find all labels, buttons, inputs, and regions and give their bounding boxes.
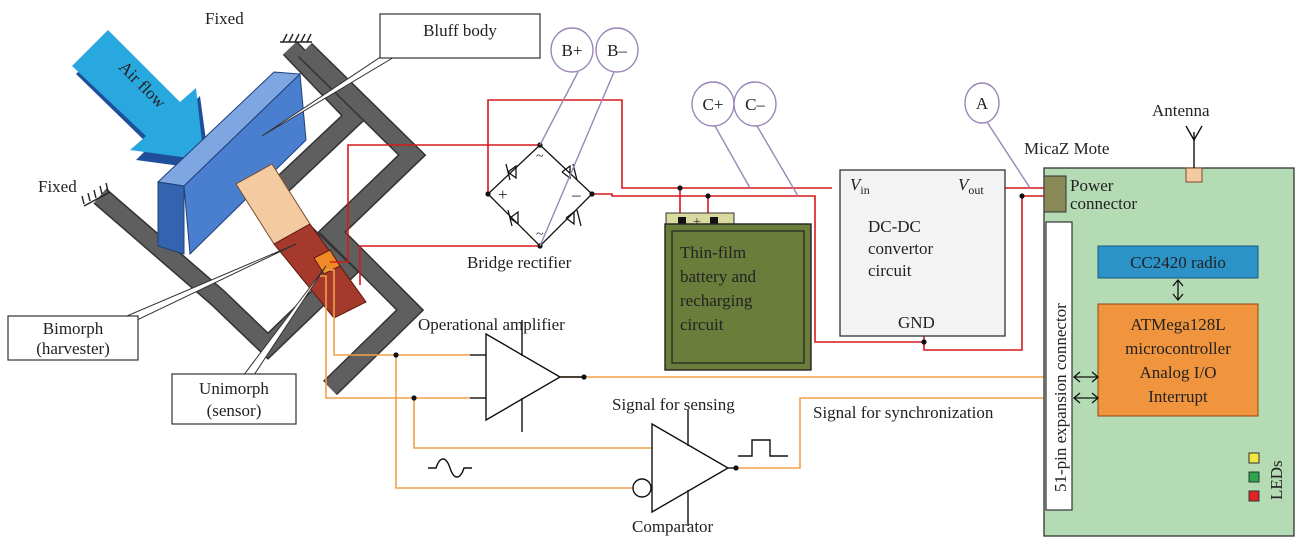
radio-label: CC2420 radio bbox=[1130, 253, 1226, 272]
marker-b-plus: B+ bbox=[562, 41, 583, 60]
bluff-body-callout: Bluff body bbox=[261, 13, 541, 137]
bimorph-label-line2: (harvester) bbox=[36, 339, 110, 358]
mcu-label-line3: Analog I/O bbox=[1140, 363, 1217, 382]
comparator-label: Comparator bbox=[632, 517, 714, 536]
connector-mcu-links bbox=[1072, 371, 1100, 404]
led-red bbox=[1248, 490, 1260, 502]
led-green bbox=[1248, 471, 1260, 483]
leds-label: LEDs bbox=[1267, 460, 1286, 500]
marker-c-minus: C– bbox=[745, 95, 765, 114]
unimorph-label-line2: (sensor) bbox=[207, 401, 262, 420]
pulse-waveform bbox=[738, 439, 788, 457]
bridge-ac-bottom: ~ bbox=[536, 227, 544, 242]
leds: LEDs bbox=[1248, 452, 1286, 502]
bridge-minus: – bbox=[571, 185, 581, 204]
bridge-rectifier: ~ ~ + – Bridge rectifier bbox=[467, 144, 593, 272]
bridge-rectifier-label: Bridge rectifier bbox=[467, 253, 572, 272]
radio-mcu-link bbox=[1172, 278, 1184, 302]
fixed-label-left: Fixed bbox=[38, 177, 77, 196]
marker-c-plus: C+ bbox=[703, 95, 724, 114]
dcdc-label-line3: circuit bbox=[868, 261, 912, 280]
power-wiring bbox=[330, 99, 1046, 351]
micaz-mote: MicaZ Mote Antenna Power connector 51-pi… bbox=[1024, 101, 1295, 537]
battery-label-line4: circuit bbox=[680, 315, 724, 334]
led-yellow bbox=[1248, 452, 1260, 464]
cantilever-beam bbox=[235, 163, 367, 319]
mcu-label-line1: ATMega128L bbox=[1130, 315, 1225, 334]
antenna-label: Antenna bbox=[1152, 101, 1210, 120]
bridge-ac-top: ~ bbox=[536, 149, 544, 164]
gnd-label: GND bbox=[898, 313, 935, 332]
battery: + Thin-film battery and recharging circu… bbox=[664, 212, 812, 371]
battery-plus: + bbox=[693, 215, 701, 230]
op-amp: Operational amplifier bbox=[418, 315, 584, 432]
bluff-body bbox=[156, 71, 307, 256]
bimorph-callout: Bimorph (harvester) bbox=[7, 243, 297, 361]
dcdc-label-line2: convertor bbox=[868, 239, 933, 258]
signal-wiring bbox=[320, 269, 1046, 489]
micaz-label: MicaZ Mote bbox=[1024, 139, 1109, 158]
unimorph-callout: Unimorph (sensor) bbox=[171, 265, 327, 425]
op-amp-label: Operational amplifier bbox=[418, 315, 565, 334]
battery-label-line3: recharging bbox=[680, 291, 753, 310]
bimorph-label-line1: Bimorph bbox=[43, 319, 104, 338]
air-flow-arrow: Air flow bbox=[72, 30, 210, 170]
measurement-markers: B+ B– C+ C– A bbox=[539, 27, 1031, 247]
power-connector-label-line2: connector bbox=[1070, 194, 1137, 213]
fixed-hatch-left bbox=[81, 182, 111, 207]
bridge-plus: + bbox=[498, 185, 508, 204]
expansion-connector-label: 51-pin expansion connector bbox=[1051, 303, 1070, 492]
dcdc-converter: Vin Vout DC-DC convertor circuit GND bbox=[839, 169, 1006, 337]
unimorph-label-line1: Unimorph bbox=[199, 379, 269, 398]
marker-b-minus: B– bbox=[607, 41, 627, 60]
fixed-label-top: Fixed bbox=[205, 9, 244, 28]
bluff-body-label: Bluff body bbox=[423, 21, 497, 40]
dcdc-label-line1: DC-DC bbox=[868, 217, 921, 236]
sine-waveform bbox=[428, 458, 472, 478]
mcu-label-line4: Interrupt bbox=[1148, 387, 1208, 406]
comparator: Comparator bbox=[632, 410, 736, 536]
mcu-label-line2: microcontroller bbox=[1125, 339, 1231, 358]
battery-label-line1: Thin-film bbox=[680, 243, 746, 262]
fixed-hatch-top bbox=[280, 33, 312, 43]
vout-label: Vout bbox=[958, 175, 984, 197]
vin-label: Vin bbox=[850, 175, 870, 197]
signal-sensing-label: Signal for sensing bbox=[612, 395, 735, 414]
antenna-icon bbox=[1185, 125, 1203, 183]
battery-label-line2: battery and bbox=[680, 267, 756, 286]
signal-sync-label: Signal for synchronization bbox=[813, 403, 994, 422]
power-connector-label-line1: Power bbox=[1070, 176, 1114, 195]
marker-a: A bbox=[976, 94, 989, 113]
